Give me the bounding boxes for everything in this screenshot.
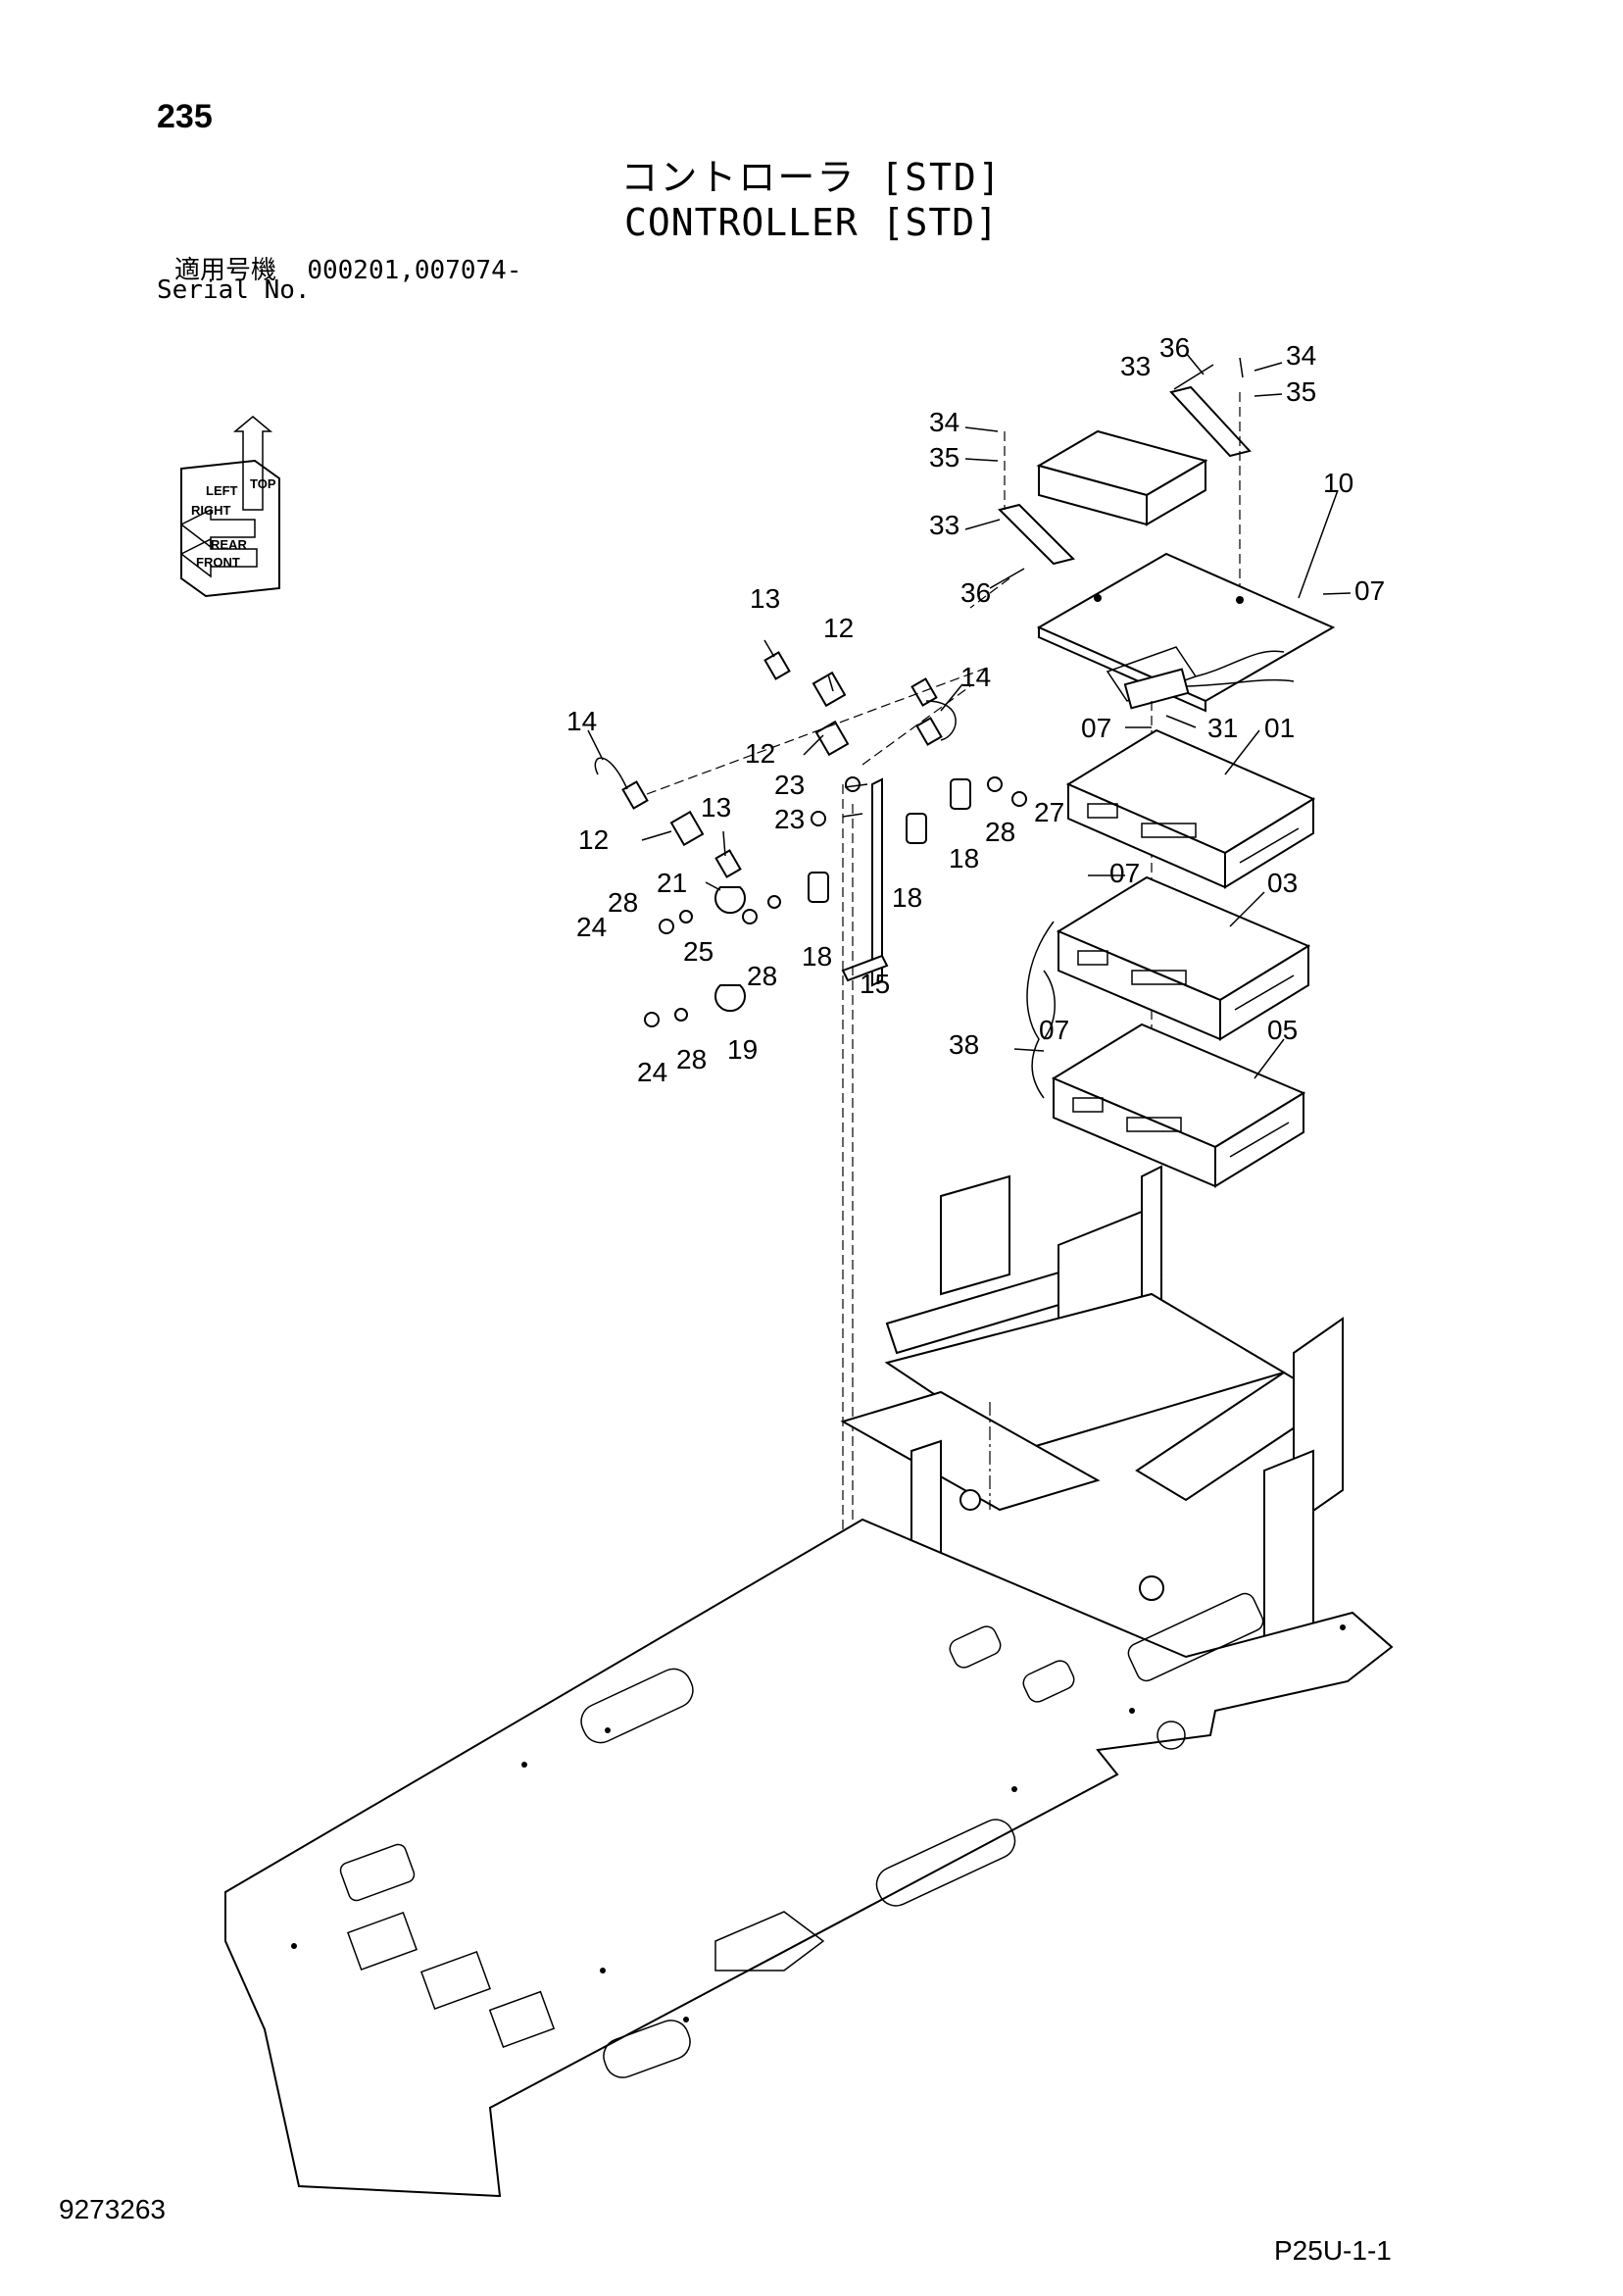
callout-36: 36 <box>1159 332 1190 363</box>
orientation-indicator: TOP LEFT RIGHT REAR FRONT <box>179 416 280 598</box>
serial-label-japanese: 適用号機 <box>174 256 277 285</box>
callout-18: 18 <box>892 882 922 913</box>
controller-unit-05 <box>1051 1023 1306 1188</box>
callout-34: 34 <box>1286 340 1316 371</box>
serial-label-english: Serial No. <box>157 275 311 305</box>
orient-label-right: RIGHT <box>191 503 231 518</box>
upper-controller-assembly <box>969 385 1252 609</box>
callout-07: 07 <box>1354 575 1385 606</box>
callout-07: 07 <box>1109 858 1140 888</box>
callout-12: 12 <box>745 738 775 769</box>
controller-unit-03 <box>1056 875 1311 1041</box>
callout-38: 38 <box>949 1029 979 1060</box>
drawing-number: 9273263 <box>59 2194 167 2224</box>
title-english: CONTROLLER [STD] <box>623 201 1000 244</box>
orient-label-top: TOP <box>250 476 276 491</box>
harness-38 <box>1026 921 1056 1099</box>
callout-28: 28 <box>676 1044 707 1074</box>
callout-33: 33 <box>1120 351 1151 381</box>
controller-mounting-plate <box>1036 552 1336 1069</box>
serial-row: 適用号機 000201,007074- <box>174 250 521 286</box>
callout-34: 34 <box>929 407 959 437</box>
callout-01: 01 <box>1264 713 1295 743</box>
callout-18: 18 <box>949 843 979 873</box>
callout-15: 15 <box>860 969 890 999</box>
base-floor-plate <box>224 1518 1394 2198</box>
page-number: 235 <box>157 98 213 135</box>
callout-05: 05 <box>1267 1015 1298 1045</box>
callout-12: 12 <box>578 824 609 855</box>
callout-25: 25 <box>683 936 713 967</box>
callout-21: 21 <box>657 868 687 898</box>
callout-13: 13 <box>750 583 780 614</box>
callout-31: 31 <box>1207 713 1238 743</box>
leader-lines <box>587 352 1352 1079</box>
callout-19: 19 <box>727 1034 758 1065</box>
left-hardware-cluster <box>594 651 1027 1569</box>
serial-values: 000201,007074- <box>307 256 522 285</box>
callout-24: 24 <box>637 1057 667 1087</box>
frame-structure <box>840 1165 1344 1649</box>
callout-18: 18 <box>802 941 832 972</box>
callout-28: 28 <box>747 961 777 991</box>
title-japanese: コントローラ [STD] <box>620 156 1003 199</box>
callout-10: 10 <box>1323 468 1353 498</box>
callout-14: 14 <box>566 706 597 736</box>
callout-28: 28 <box>608 887 638 918</box>
orient-label-front: FRONT <box>196 555 240 570</box>
callout-24: 24 <box>576 912 607 942</box>
callout-03: 03 <box>1267 868 1298 898</box>
callout-12: 12 <box>823 613 854 643</box>
controller-unit-01 <box>1065 728 1316 889</box>
callout-07: 07 <box>1039 1015 1069 1045</box>
callout-23: 23 <box>774 770 805 800</box>
callout-36: 36 <box>960 577 991 608</box>
orient-label-rear: REAR <box>211 537 247 552</box>
callout-33: 33 <box>929 510 959 540</box>
callout-23: 23 <box>774 804 805 834</box>
callout-35: 35 <box>1286 376 1316 407</box>
callout-07: 07 <box>1081 713 1111 743</box>
callout-35: 35 <box>929 442 959 473</box>
orient-label-left: LEFT <box>206 483 238 498</box>
sheet-code: P25U-1-1 <box>1274 2235 1392 2266</box>
callout-28: 28 <box>985 817 1015 847</box>
callout-27: 27 <box>1034 797 1064 827</box>
callout-14: 14 <box>960 662 991 692</box>
callout-13: 13 <box>701 792 731 823</box>
